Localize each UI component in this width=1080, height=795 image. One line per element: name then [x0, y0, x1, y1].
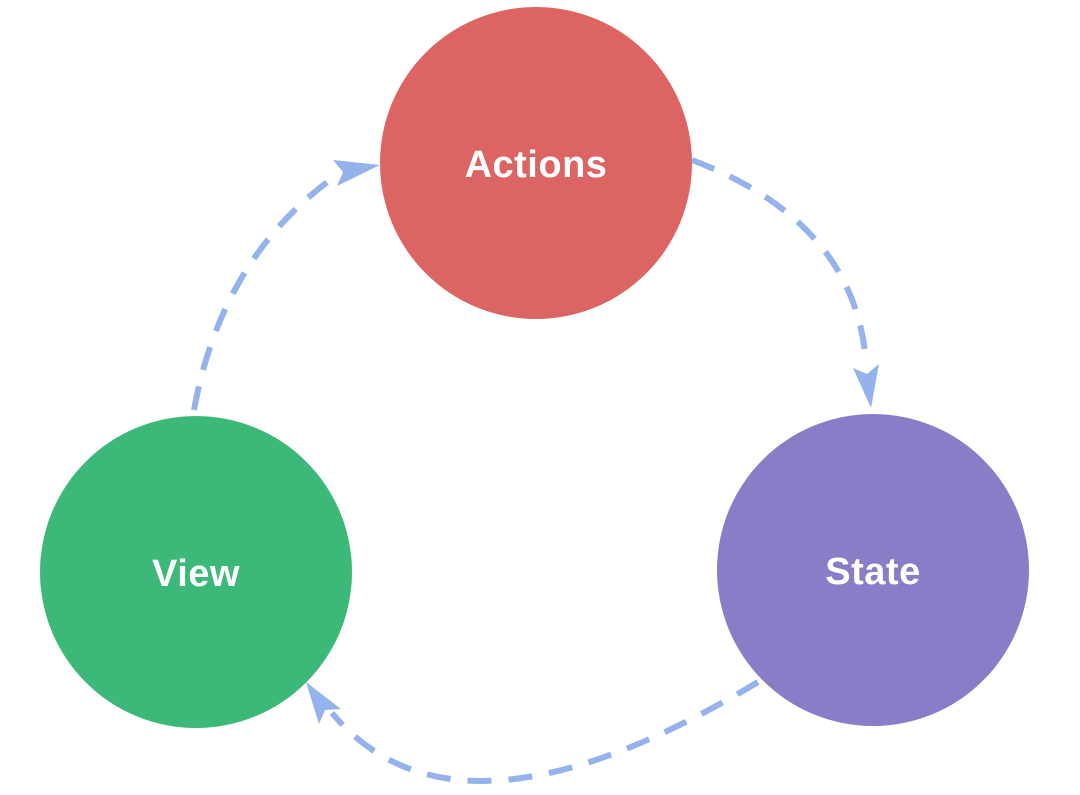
node-state-circle — [717, 414, 1029, 726]
edge-view-to-actions-line — [191, 172, 339, 411]
node-actions-circle — [380, 7, 692, 319]
node-state: State — [717, 414, 1029, 726]
arrowhead-to-view — [306, 682, 341, 724]
node-view-circle — [40, 416, 352, 728]
node-actions-label: Actions — [465, 144, 608, 186]
edge-actions-to-state — [690, 157, 879, 408]
arrowhead-to-actions — [333, 160, 380, 186]
node-view: View — [40, 416, 352, 728]
arrowhead-to-state — [853, 364, 879, 408]
edge-state-to-view — [306, 679, 760, 784]
node-state-label: State — [825, 551, 920, 593]
node-view-label: View — [152, 553, 240, 595]
edge-view-to-actions — [191, 160, 380, 411]
edge-state-to-view-line — [329, 679, 760, 784]
edge-actions-to-state-line — [690, 157, 869, 363]
node-actions: Actions — [380, 7, 692, 319]
